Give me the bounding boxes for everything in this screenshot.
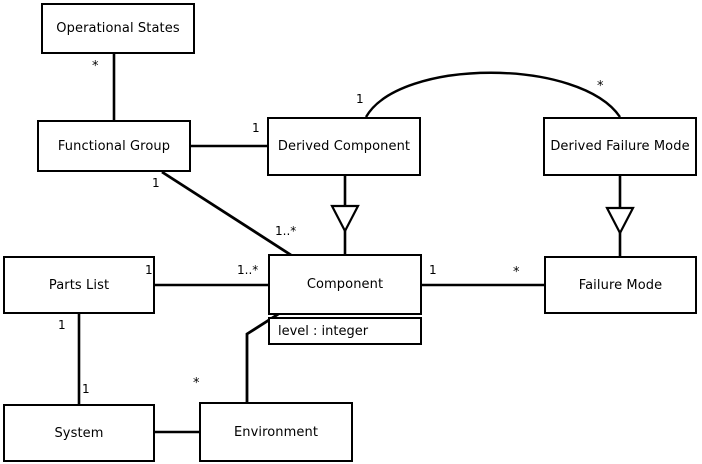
class-name-derived-component: Derived Component (277, 139, 411, 154)
class-box-environment[interactable]: Environment (199, 402, 353, 462)
class-box-derived-component[interactable]: Derived Component (267, 117, 421, 176)
class-box-parts-list[interactable]: Parts List (3, 256, 155, 314)
multiplicity-environment-to-component: * (193, 376, 200, 391)
multiplicity-partslist-to-system-bottom: 1 (82, 382, 90, 396)
class-box-failure-mode[interactable]: Failure Mode (544, 256, 697, 314)
multiplicity-partslist-near-component: 1..* (237, 263, 259, 277)
multiplicity-opstates-to-functionalgroup: * (92, 59, 99, 74)
multiplicity-component-to-failuremode-near-failuremode: * (513, 265, 520, 280)
multiplicity-partslist-to-system-top: 1 (58, 318, 66, 332)
class-box-functional-group[interactable]: Functional Group (37, 120, 191, 172)
class-name-operational-states: Operational States (56, 21, 180, 36)
generalization-triangle-failuremode (605, 206, 635, 236)
class-box-system[interactable]: System (3, 404, 155, 462)
class-name-parts-list: Parts List (48, 277, 110, 293)
multiplicity-component-to-failuremode-near-component: 1 (429, 263, 437, 277)
edge-functionalgroup-component (161, 170, 292, 257)
generalization-triangle-component (330, 204, 360, 234)
class-box-derived-failure-mode[interactable]: Derived Failure Mode (543, 117, 697, 176)
class-name-environment: Environment (233, 424, 319, 440)
class-attribute-component-level: level : integer (268, 317, 422, 345)
multiplicity-functionalgroup-to-derivedcomponent: 1 (252, 121, 260, 135)
class-name-system: System (54, 425, 104, 441)
multiplicity-derivedfailuremode-arc: * (597, 79, 604, 94)
class-box-operational-states[interactable]: Operational States (41, 3, 195, 54)
multiplicity-derivedcomponent-arc: 1 (356, 92, 364, 106)
multiplicity-partslist-near-partslist: 1 (145, 263, 153, 277)
multiplicity-functionalgroup-component-near-source: 1 (152, 176, 160, 190)
edge-derivedcomponent-derivedfailuremode-arc (364, 71, 621, 118)
class-name-failure-mode: Failure Mode (578, 277, 663, 293)
class-box-component[interactable]: Component (268, 254, 422, 315)
class-name-functional-group: Functional Group (57, 138, 171, 154)
class-name-component: Component (306, 277, 384, 292)
multiplicity-functionalgroup-component-near-target: 1..* (275, 224, 297, 238)
class-name-derived-failure-mode: Derived Failure Mode (550, 139, 690, 154)
